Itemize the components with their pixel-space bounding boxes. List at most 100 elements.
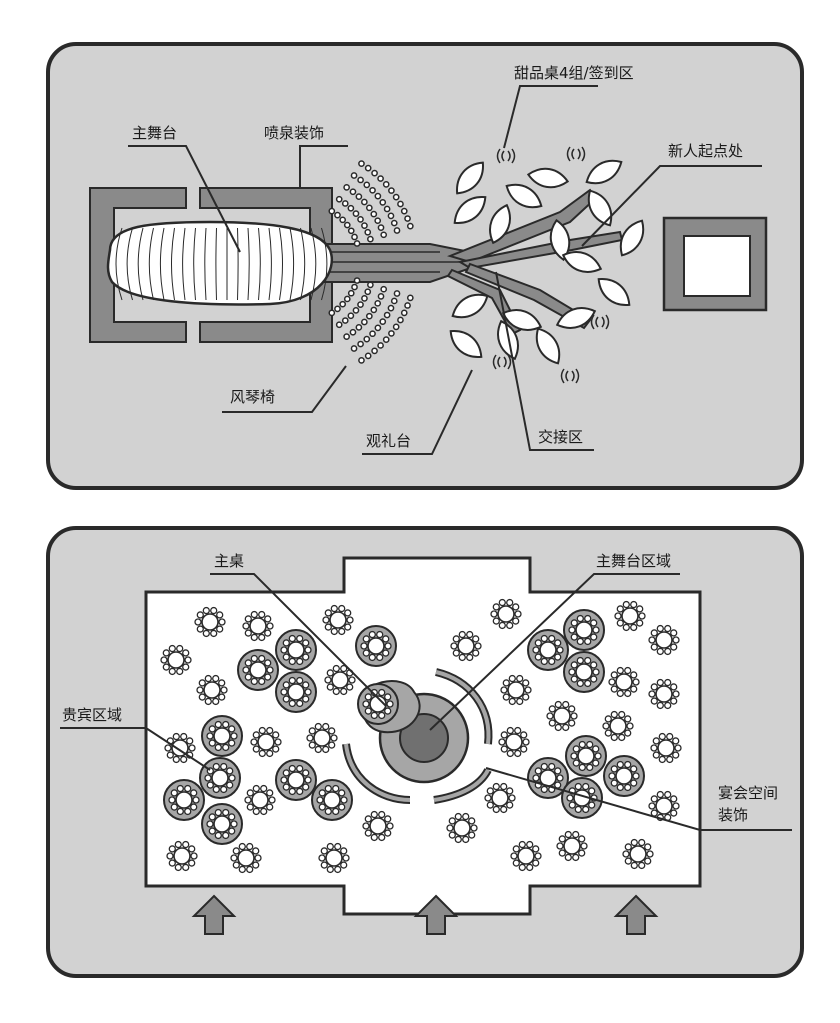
seat <box>162 663 170 671</box>
runway-lines <box>318 251 460 273</box>
chair-dot <box>374 192 382 200</box>
seat <box>490 610 498 618</box>
seat <box>500 745 508 753</box>
dessert-table-marker <box>590 314 610 330</box>
seat <box>322 722 330 731</box>
chair-dot <box>367 281 374 289</box>
seat <box>220 686 228 694</box>
seat <box>624 729 632 737</box>
seat <box>576 679 584 688</box>
seat <box>586 763 594 772</box>
leader-main-table <box>210 573 387 707</box>
chair-dot <box>341 200 349 207</box>
seat <box>562 723 570 732</box>
label-banquet-decor-line1: 宴会空间 <box>718 784 779 802</box>
guest-table <box>160 644 192 676</box>
seat <box>506 621 514 630</box>
chair-dot <box>383 205 391 213</box>
chair-dot <box>382 336 390 343</box>
seat <box>506 726 514 735</box>
seat <box>592 759 600 767</box>
seat <box>452 635 460 643</box>
chair-dot <box>364 228 372 236</box>
chair-dot <box>328 309 336 317</box>
seat <box>382 635 390 643</box>
seat <box>242 666 250 674</box>
table-top <box>629 845 647 863</box>
seat <box>610 685 618 693</box>
seat <box>610 671 618 679</box>
seat <box>656 647 664 656</box>
seat <box>314 745 322 754</box>
seat <box>260 807 268 816</box>
seat <box>348 676 356 684</box>
guest-table <box>242 610 274 642</box>
chair-dot <box>388 187 395 194</box>
seat <box>584 656 592 665</box>
seat <box>558 835 566 843</box>
chair-dot <box>352 210 360 217</box>
seat <box>466 630 474 639</box>
seat <box>254 854 262 862</box>
seat <box>296 676 304 685</box>
guest-table <box>648 678 680 710</box>
seat <box>518 863 526 872</box>
table-top <box>211 769 229 787</box>
seat <box>610 779 618 787</box>
chair-dot <box>400 309 408 317</box>
table-top <box>249 617 267 635</box>
table-top <box>213 727 231 745</box>
seat <box>206 781 214 789</box>
seat <box>208 739 216 747</box>
vip-table <box>563 651 605 693</box>
seat <box>252 861 260 869</box>
chair-dot <box>358 160 365 167</box>
seat <box>340 861 348 869</box>
seat <box>288 764 296 773</box>
stage-rib <box>115 227 123 301</box>
guest-table <box>510 840 542 872</box>
guest-table <box>498 726 530 758</box>
chair-dot <box>351 233 358 241</box>
seat <box>498 738 506 746</box>
seat <box>288 657 296 666</box>
vip-table <box>565 735 607 777</box>
chair-dot <box>353 277 361 284</box>
seat <box>650 795 658 803</box>
seat <box>636 619 644 627</box>
leaf <box>489 203 511 245</box>
seat <box>672 737 680 745</box>
seat <box>448 817 456 825</box>
guest-table <box>324 664 356 696</box>
chair-dot <box>358 357 365 364</box>
leaf <box>555 307 597 329</box>
leader-start <box>581 165 762 247</box>
table-top <box>237 849 255 867</box>
table-top <box>615 767 633 785</box>
stage-rib <box>279 227 283 301</box>
seat <box>218 679 226 687</box>
seat <box>564 830 572 839</box>
chair-dot <box>364 352 372 360</box>
chair-dot <box>393 227 401 234</box>
seat <box>214 720 222 729</box>
seat <box>514 749 522 758</box>
seat <box>510 852 518 860</box>
label-ceremony-stage: 观礼台 <box>366 432 412 450</box>
seat <box>218 618 226 626</box>
chair-dot <box>357 176 364 184</box>
seat <box>670 643 678 651</box>
seat <box>590 661 598 669</box>
seat <box>626 722 634 730</box>
table-top <box>213 815 231 833</box>
seat <box>266 666 274 674</box>
label-couple-start: 新人起点处 <box>668 142 744 160</box>
table-top <box>175 791 193 809</box>
seat <box>630 600 638 609</box>
vip-table <box>201 715 243 757</box>
leaf <box>456 161 484 195</box>
chair-dot <box>388 330 395 337</box>
chair-dot <box>364 164 372 172</box>
seat <box>226 767 234 775</box>
